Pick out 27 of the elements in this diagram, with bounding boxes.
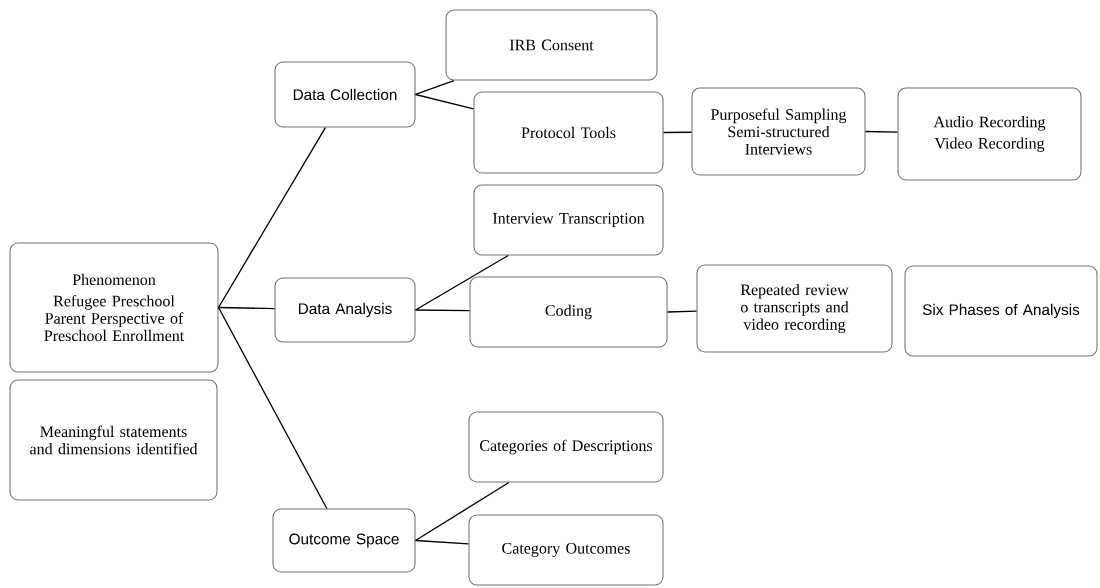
connector-line bbox=[414, 539, 470, 545]
process-box: Repeated review o transcripts and video recording bbox=[696, 264, 893, 353]
process-box: Data Collection bbox=[274, 61, 416, 128]
process-box: Interview Transcription bbox=[473, 184, 664, 256]
process-box: Protocol Tools bbox=[473, 91, 664, 174]
process-box: Categories of Descriptions bbox=[468, 411, 664, 483]
connector-line bbox=[414, 254, 509, 311]
connector-line bbox=[414, 481, 510, 542]
connector-line bbox=[414, 309, 471, 312]
process-box: Category Outcomes bbox=[468, 514, 664, 586]
process-box: IRB Consent bbox=[445, 9, 658, 81]
connector-line bbox=[662, 131, 693, 134]
process-box: Six Phases of Analysis bbox=[904, 265, 1098, 357]
connector-line bbox=[414, 79, 455, 96]
process-box: Phenomenon Refugee Preschool Parent Perspective of Preschool Enrollment bbox=[9, 242, 219, 373]
process-box: Audio Recording Video Recording bbox=[897, 87, 1082, 181]
connector-line bbox=[414, 93, 475, 110]
process-box: Purposeful Sampling Semi-structured Interviews bbox=[691, 87, 866, 176]
connector-line bbox=[217, 306, 328, 510]
connector-line bbox=[217, 306, 276, 310]
process-box: Meaningful statements and dimensions identified bbox=[9, 379, 218, 501]
connector-line bbox=[864, 130, 899, 133]
process-box: Outcome Space bbox=[272, 508, 416, 573]
connector-line bbox=[217, 126, 327, 309]
connector-line bbox=[666, 310, 698, 313]
process-box: Data Analysis bbox=[274, 277, 416, 343]
process-box: Coding bbox=[469, 276, 668, 348]
